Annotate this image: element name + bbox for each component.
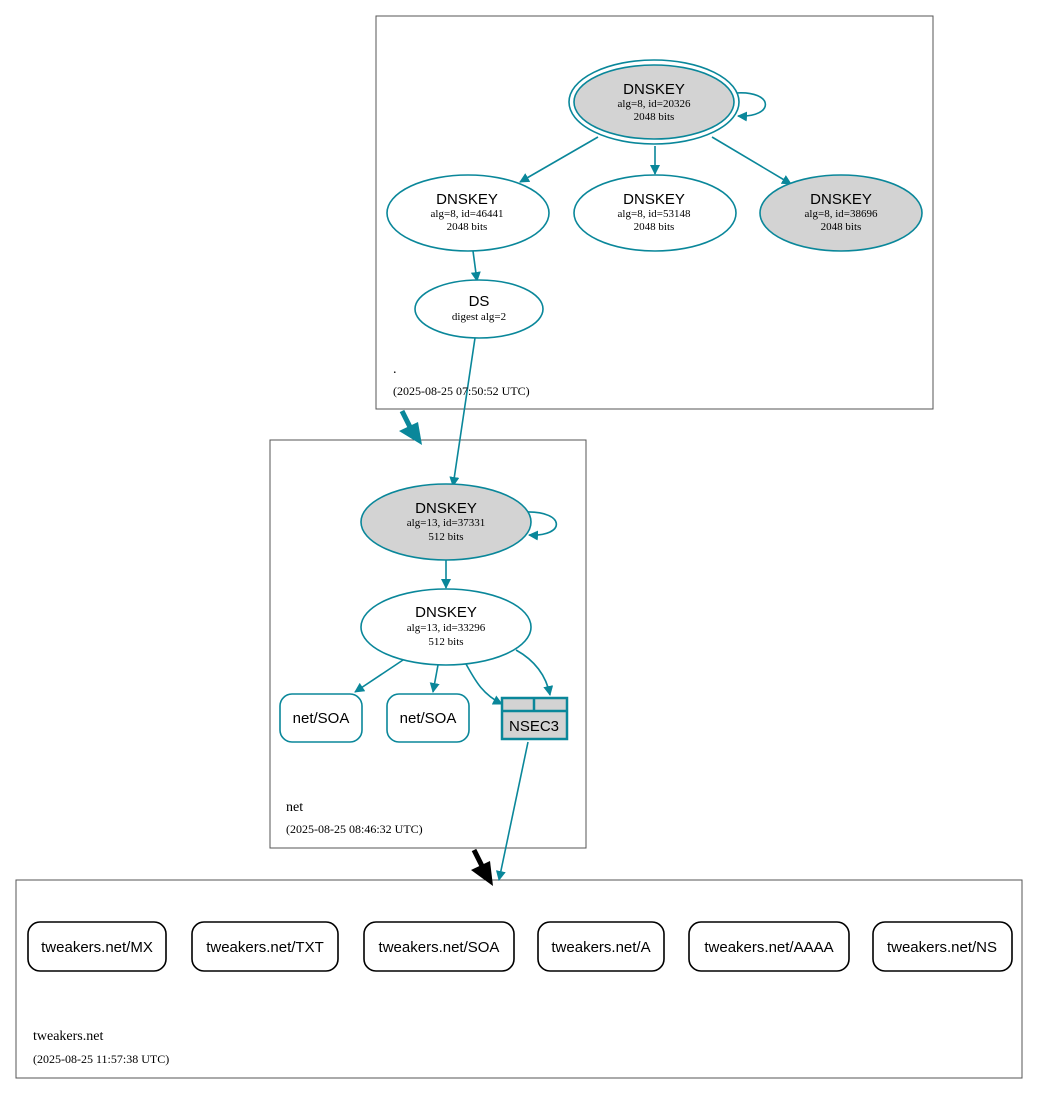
net-zsk-node: DNSKEY alg=13, id=33296 512 bits — [360, 588, 532, 666]
zone-box-root — [375, 15, 934, 410]
net-ksk-bits: 512 bits — [428, 531, 463, 543]
tweakers-rrset-a: tweakers.net/A — [537, 921, 665, 972]
root-ksk-alg: alg=8, id=20326 — [618, 98, 691, 110]
edges — [354, 92, 792, 881]
net-soa2-label: net/SOA — [400, 710, 457, 727]
tweakers-rrset-soa: tweakers.net/SOA — [363, 921, 515, 972]
root-zsk2-title: DNSKEY — [623, 191, 685, 208]
net-ksk-alg: alg=13, id=37331 — [407, 517, 485, 529]
net-soa2-node: net/SOA — [386, 693, 470, 743]
root-ksk-title: DNSKEY — [623, 81, 685, 98]
edge-root-ksk-self — [734, 92, 767, 122]
edge-net-zsk-soa2 — [429, 664, 440, 693]
root-ds-digest: digest alg=2 — [452, 311, 506, 323]
zone-box-tweakers — [15, 879, 1023, 1079]
root-zsk2-node: DNSKEY alg=8, id=53148 2048 bits — [573, 174, 737, 252]
root-ksk2-alg: alg=8, id=38696 — [805, 208, 878, 220]
net-ksk-title: DNSKEY — [415, 500, 477, 517]
zone-name-root: . — [393, 362, 397, 377]
tweakers-rrset-soa-label: tweakers.net/SOA — [379, 939, 500, 956]
edge-net-zsk-soa1 — [354, 659, 404, 693]
zone-time-tweakers: (2025-08-25 11:57:38 UTC) — [33, 1052, 169, 1066]
edge-root-zsk1-ds — [470, 250, 481, 282]
tweakers-rrset-ns-label: tweakers.net/NS — [887, 939, 997, 956]
root-zsk2-bits: 2048 bits — [634, 221, 675, 233]
root-ksk2-bits: 2048 bits — [821, 221, 862, 233]
edge-net-zsk-nsec3-a — [465, 663, 503, 705]
delegation-line-net-tweakers — [471, 848, 485, 868]
delegation-arrowhead-net-tweakers — [471, 861, 493, 886]
tweakers-rrset-aaaa-label: tweakers.net/AAAA — [704, 939, 833, 956]
delegation-arrowhead-root-net — [399, 422, 422, 445]
tweakers-rrset-txt: tweakers.net/TXT — [191, 921, 339, 972]
zone-name-net: net — [286, 800, 303, 815]
net-zsk-title: DNSKEY — [415, 604, 477, 621]
edge-ds-net-ksk — [449, 337, 476, 487]
delegation-line-root-net — [399, 409, 413, 429]
net-soa1-label: net/SOA — [293, 710, 350, 727]
zone-time-net: (2025-08-25 08:46:32 UTC) — [286, 822, 423, 836]
tweakers-rrset-mx: tweakers.net/MX — [27, 921, 167, 972]
net-ksk-node: DNSKEY alg=13, id=37331 512 bits — [360, 483, 532, 561]
edge-net-zsk-nsec3-b — [515, 649, 554, 696]
edge-root-ksk-ksk2 — [711, 136, 792, 185]
root-ds-title: DS — [469, 293, 490, 310]
net-zsk-bits: 512 bits — [428, 636, 463, 648]
root-ksk2-node: DNSKEY alg=8, id=38696 2048 bits — [759, 174, 923, 252]
delegation-arrows — [399, 409, 493, 886]
root-ds-node: DS digest alg=2 — [414, 279, 544, 339]
net-zsk-alg: alg=13, id=33296 — [407, 622, 486, 634]
tweakers-rrset-aaaa: tweakers.net/AAAA — [688, 921, 850, 972]
root-zsk1-bits: 2048 bits — [447, 221, 488, 233]
tweakers-rrset-ns: tweakers.net/NS — [872, 921, 1013, 972]
zone-name-tweakers: tweakers.net — [33, 1029, 103, 1044]
tweakers-rrset-txt-label: tweakers.net/TXT — [206, 939, 324, 956]
root-ksk-bits: 2048 bits — [634, 111, 675, 123]
root-zsk1-title: DNSKEY — [436, 191, 498, 208]
net-nsec3-label: NSEC3 — [509, 718, 559, 735]
edge-root-ksk-zsk1 — [519, 136, 599, 183]
zone-time-root: (2025-08-25 07:50:52 UTC) — [393, 384, 530, 398]
root-zsk1-node: DNSKEY alg=8, id=46441 2048 bits — [386, 174, 550, 252]
tweakers-rrset-a-label: tweakers.net/A — [551, 939, 650, 956]
net-soa1-node: net/SOA — [279, 693, 363, 743]
root-ksk-node: DNSKEY alg=8, id=20326 2048 bits — [568, 59, 740, 145]
root-zsk1-alg: alg=8, id=46441 — [431, 208, 504, 220]
net-nsec3-node: NSEC3 — [500, 696, 569, 741]
tweakers-rrset-mx-label: tweakers.net/MX — [41, 939, 153, 956]
zone-box-net — [269, 439, 587, 849]
edge-nsec3-tweakers — [495, 741, 529, 881]
root-ksk2-title: DNSKEY — [810, 191, 872, 208]
root-zsk2-alg: alg=8, id=53148 — [618, 208, 691, 220]
edge-net-ksk-self — [525, 511, 558, 541]
